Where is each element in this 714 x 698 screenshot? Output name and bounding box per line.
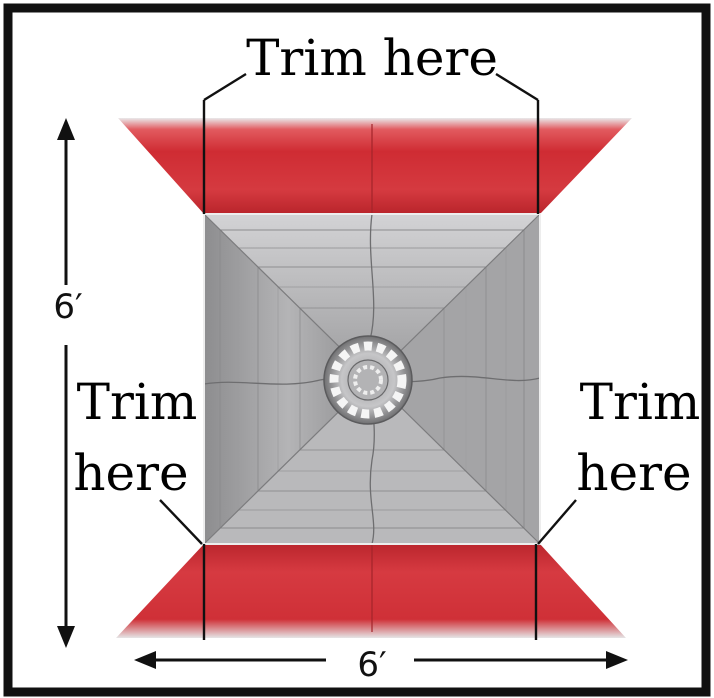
bottom-red-panel [116,544,626,638]
width-dimension-label: 6′ [357,645,386,685]
trim-top-label: Trim here [246,29,498,87]
trim-lines [159,72,577,640]
center-hub [323,335,413,425]
trim-left-label-line1: Trim [77,373,198,431]
width-dimension-arrow [134,651,628,669]
top-red-panel [118,118,632,214]
trim-left-label-line2: here [73,444,188,502]
height-dimension-arrow [57,118,75,648]
gray-tunnel-panel [203,213,541,545]
trim-right-label-line2: here [576,444,691,502]
trim-right-label-line1: Trim [580,373,701,431]
height-dimension-label: 6′ [53,287,82,327]
